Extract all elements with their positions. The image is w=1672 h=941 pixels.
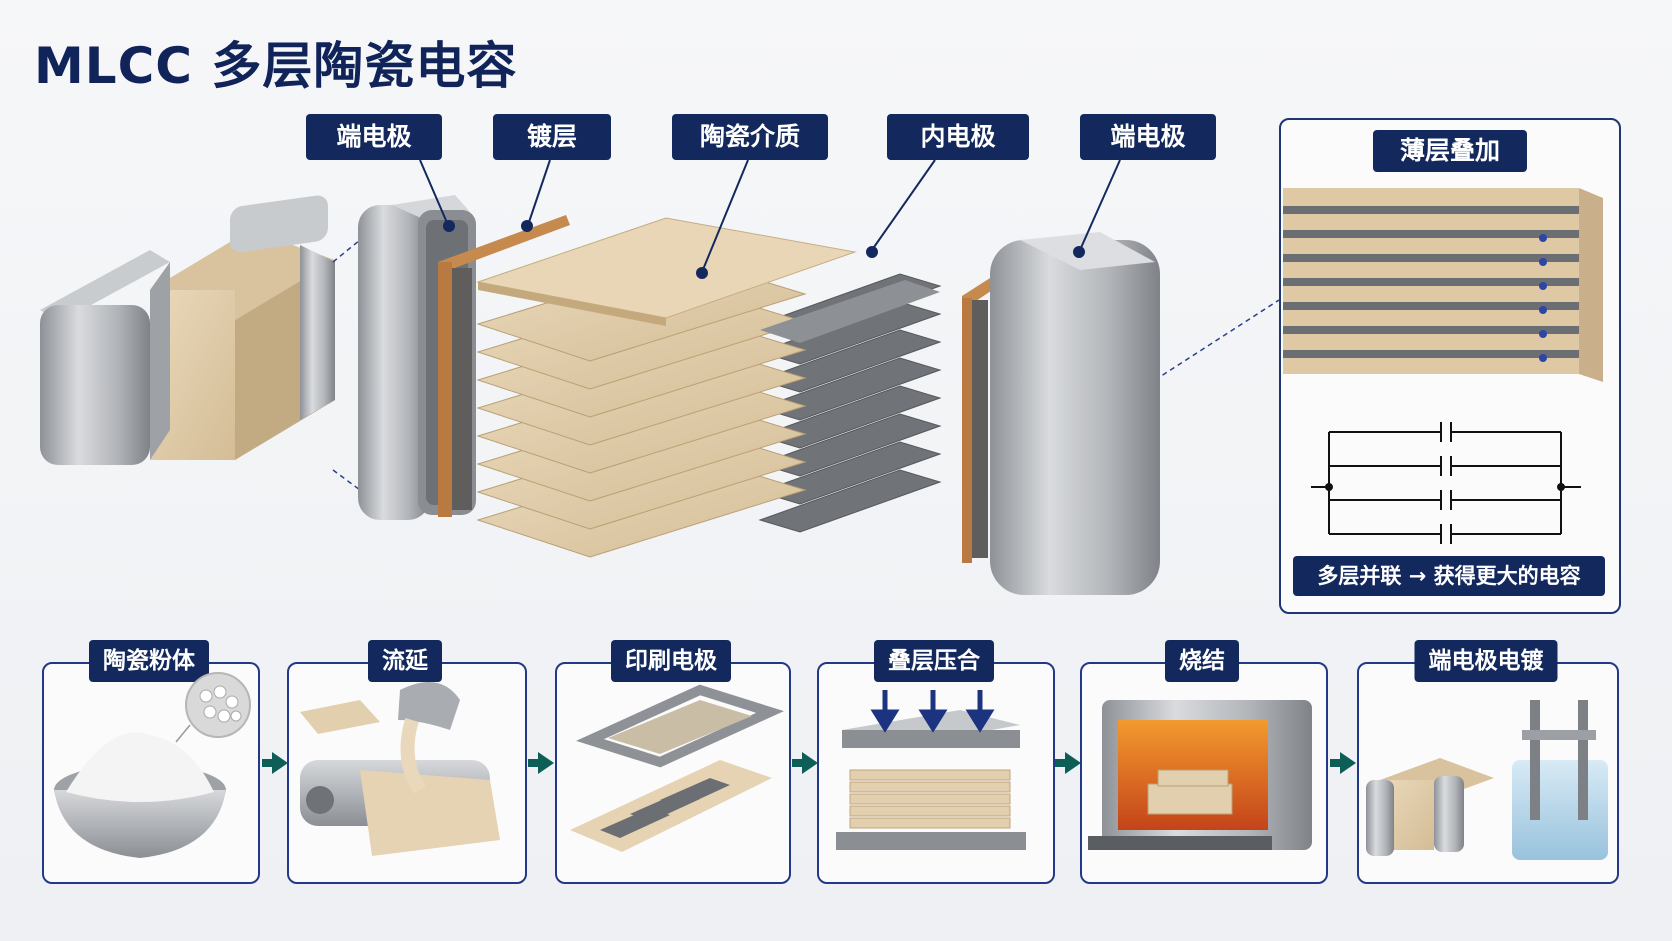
callout-ceramic: 陶瓷介质 — [672, 114, 828, 160]
inset-caption: 多层并联 → 获得更大的电容 — [1293, 556, 1605, 596]
callout-inner-electrode: 内电极 — [887, 114, 1029, 160]
step-powder-card — [42, 662, 260, 884]
layer-stacking-inset: 薄层叠加 — [1279, 118, 1621, 614]
callout-terminal-left: 端电极 — [306, 114, 442, 160]
step-title-printing: 印刷电极 — [611, 640, 731, 682]
step-title-casting: 流延 — [368, 640, 442, 682]
parallel-capacitor-schematic — [1311, 422, 1581, 544]
step-title-powder: 陶瓷粉体 — [89, 640, 209, 682]
process-arrow-icon — [1330, 752, 1356, 774]
step-plating-card — [1357, 662, 1619, 884]
step-lamination-card — [817, 662, 1055, 884]
process-arrow-icon — [262, 752, 288, 774]
step-title-lamination: 叠层压合 — [874, 640, 994, 682]
inset-title: 薄层叠加 — [1373, 130, 1527, 172]
page-title: MLCC 多层陶瓷电容 — [34, 37, 518, 95]
process-arrow-icon — [528, 752, 554, 774]
callout-terminal-right: 端电极 — [1080, 114, 1216, 160]
complete-chip — [40, 195, 335, 465]
step-title-plating: 端电极电镀 — [1414, 640, 1558, 682]
step-title-sintering: 烧结 — [1165, 640, 1239, 682]
right-plating — [962, 246, 1046, 563]
process-arrow-icon — [792, 752, 818, 774]
step-casting-card — [287, 662, 527, 884]
step-sintering-card — [1080, 662, 1328, 884]
callout-plating: 镀层 — [493, 114, 611, 160]
right-terminal — [990, 232, 1160, 595]
layer-cross-section — [1283, 188, 1603, 382]
step-printing-card — [555, 662, 791, 884]
ceramic-stack — [476, 217, 942, 558]
layer-stack-graphic — [1283, 188, 1603, 544]
process-arrow-icon — [1055, 752, 1081, 774]
plating-layer — [438, 215, 570, 517]
